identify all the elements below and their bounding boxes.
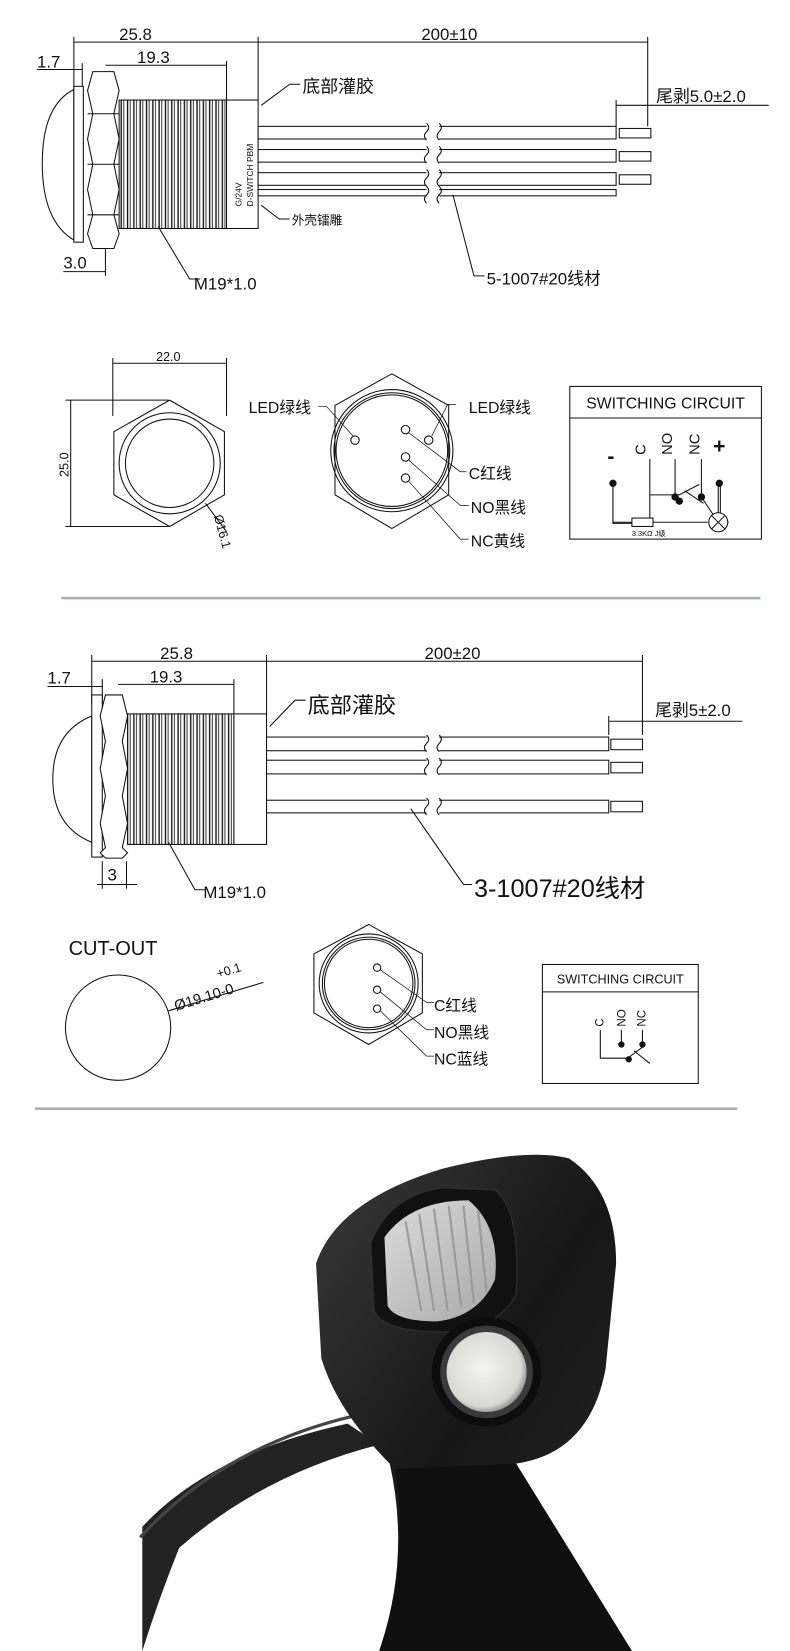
pin-label-led-left: LED绿线 — [249, 399, 311, 417]
side-view-3-wire: 1.7 25.8 19.3 200±20 尾剥5±2.0 3 底部灌胶 M19*… — [48, 644, 743, 903]
label-engraving: 外壳镭雕 — [292, 213, 343, 227]
dim-strip: 尾剥5.0±2.0 — [656, 87, 746, 106]
led-button — [446, 1331, 527, 1412]
dim-nut-2: 3 — [108, 865, 117, 884]
terminal-no-2: NO — [617, 1009, 629, 1026]
product-photo — [139, 1154, 632, 1651]
front-view: 22.0 25.0 Ø16.1 — [58, 350, 234, 550]
switching-circuit-1: SWITCHING CIRCUIT - C NO NC + 3.3KΩ J级 — [569, 385, 762, 540]
thread-spec-2: M19*1.0 — [203, 883, 266, 902]
circuit-title-2: SWITCHING CIRCUIT — [557, 972, 684, 986]
front-width: 22.0 — [156, 350, 181, 364]
pin-label-nc-2: NC蓝线 — [434, 1051, 489, 1069]
dim-flange-2: 1.7 — [48, 668, 71, 687]
terminal-minus: - — [607, 445, 614, 468]
side-view-5-wire: 1.7 25.8 19.3 200±10 尾剥5.0±2.0 3.0 G/24V… — [37, 25, 769, 294]
cutout-view: CUT-OUT Ø19.10-0 +0.1 — [64, 938, 264, 1081]
front-diameter: Ø16.1 — [211, 513, 233, 550]
wire-spec: 5-1007#20线材 — [487, 269, 601, 288]
cutout-title: CUT-OUT — [69, 938, 158, 960]
engraving-line2: D-SWITCH PBM — [245, 144, 255, 207]
terminal-no: NO — [660, 433, 676, 455]
dim-wire: 200±10 — [421, 25, 477, 44]
dim-thread: 19.3 — [137, 48, 170, 67]
dim-wire-2: 200±20 — [424, 644, 480, 663]
wire-spec-2: 3-1007#20线材 — [474, 875, 645, 903]
label-potting-2: 底部灌胶 — [308, 693, 396, 718]
cutout-tol: +0.1 — [215, 960, 243, 981]
rear-view-5-pin: LED绿线 LED绿线 C红线 NO黑线 NC黄线 — [249, 373, 531, 550]
terminal-nc-2: NC — [637, 1010, 649, 1027]
cutout-dim: Ø19.10-0 — [172, 981, 235, 1014]
thread-spec: M19*1.0 — [194, 275, 257, 294]
dim-flange: 1.7 — [37, 52, 60, 71]
terminal-c: C — [634, 444, 650, 455]
dim-total-2: 25.8 — [160, 644, 193, 663]
switching-circuit-2: SWITCHING CIRCUIT C NO NC — [541, 963, 699, 1084]
rear-view-3-pin: C红线 NO黑线 NC蓝线 — [313, 923, 489, 1069]
pin-label-c-2: C红线 — [434, 997, 477, 1015]
wires-2 — [266, 732, 643, 818]
resistor-label: 3.3KΩ J级 — [632, 529, 666, 538]
pin-label-no: NO黑线 — [471, 499, 526, 517]
terminal-plus: + — [713, 435, 725, 458]
dim-thread-2: 19.3 — [150, 667, 183, 686]
front-height: 25.0 — [58, 452, 72, 477]
pin-label-c: C红线 — [469, 465, 512, 483]
pin-label-nc: NC黄线 — [471, 532, 526, 550]
pin-label-no-2: NO黑线 — [434, 1024, 489, 1042]
terminal-c-2: C — [594, 1018, 606, 1026]
label-potting: 底部灌胶 — [302, 77, 374, 97]
dim-strip-2: 尾剥5±2.0 — [655, 701, 731, 720]
terminal-nc: NC — [687, 433, 703, 455]
wires — [257, 121, 652, 204]
engraving-line1: G/24V — [233, 182, 243, 206]
dim-total: 25.8 — [119, 25, 152, 44]
dim-nut: 3.0 — [63, 253, 86, 272]
pin-label-led-right: LED绿线 — [469, 399, 531, 417]
circuit-title: SWITCHING CIRCUIT — [586, 396, 745, 413]
